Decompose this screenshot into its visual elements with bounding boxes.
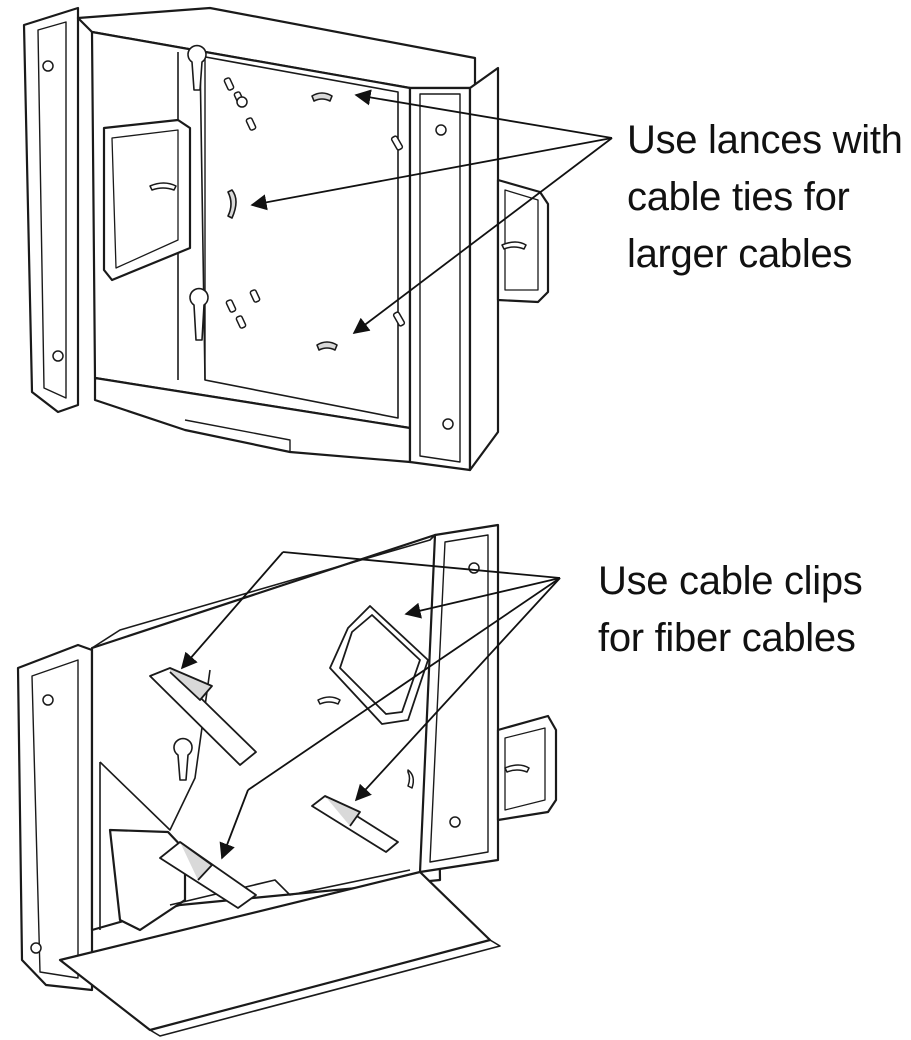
cable-clip-upper-left: [149, 667, 257, 766]
callout-line: Use cable clips: [598, 559, 863, 603]
wall-bracket-with-lances: [22, 6, 550, 472]
lance-upper: [311, 92, 333, 102]
lance-lower: [316, 341, 338, 351]
cable-clip-callout-text: Use cable clips for fiber cables: [598, 553, 863, 667]
callout-line: Use lances with: [627, 118, 903, 162]
cable-clip-lower-left: [159, 841, 257, 909]
callout-line: larger cables: [627, 232, 853, 276]
cable-clip-lower-right: [311, 795, 399, 853]
cable-clip-upper-right: [329, 605, 429, 725]
callout-arrows-bottom: [180, 551, 561, 860]
callout-line: cable ties for: [627, 175, 850, 219]
callout-arrows-top: [250, 89, 613, 334]
callout-line: for fiber cables: [598, 616, 856, 660]
lance-middle: [227, 189, 237, 219]
wall-bracket-with-cable-clips: [16, 523, 558, 1037]
lance-callout-text: Use lances with cable ties for larger ca…: [627, 112, 903, 283]
